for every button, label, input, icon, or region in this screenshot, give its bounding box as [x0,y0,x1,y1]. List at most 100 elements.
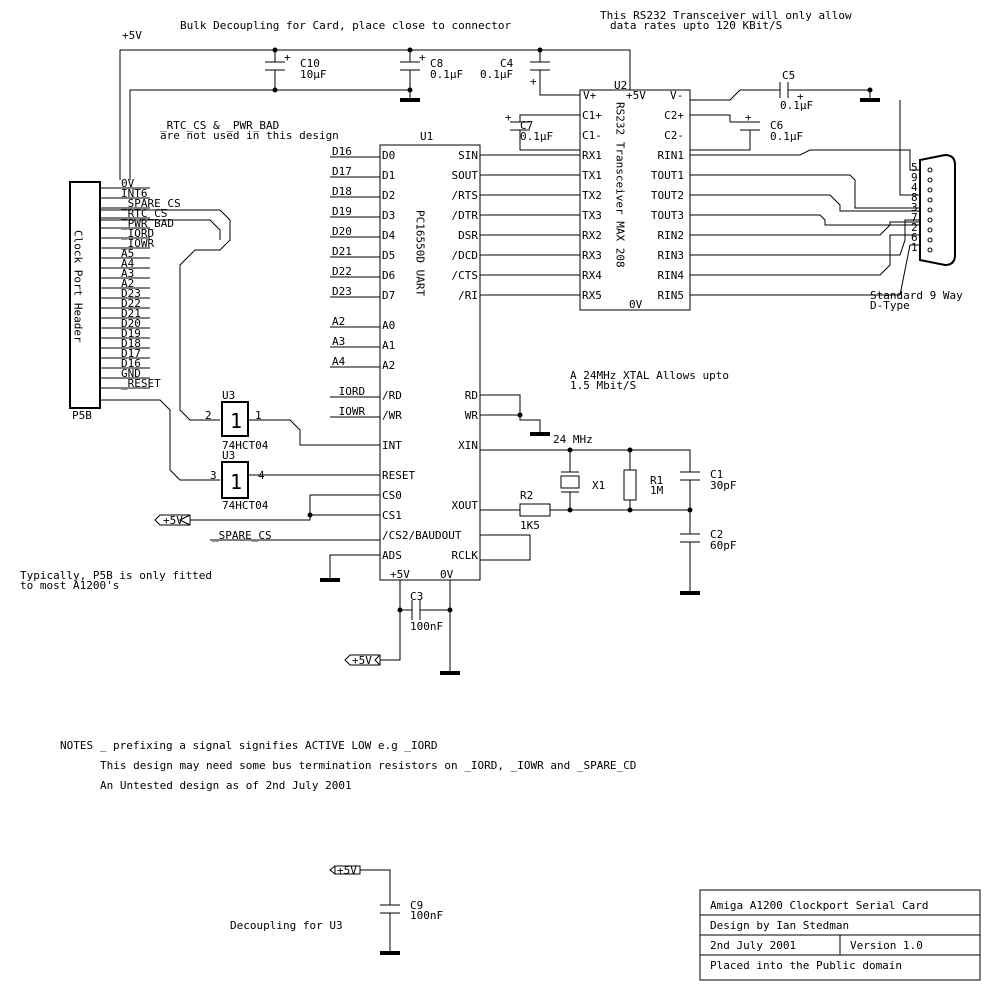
u1-right-pin: /RI [458,289,478,302]
dtype-label-1: Standard 9 Way [870,289,963,302]
svg-text:+: + [745,111,752,124]
header-pin-label: D19 [121,327,141,340]
c9-ref: C9 [410,899,423,912]
dtype-connector [919,153,956,267]
u1-left-pin: A2 [382,359,395,372]
u2-right-pin: TOUT3 [651,209,684,222]
svg-text:+: + [284,51,291,64]
u1-right-pin: DSR [458,229,478,242]
c2-ref: C2 [710,528,723,541]
u2-left-pin: RX1 [582,149,602,162]
header-pin-label: _IOWR [121,237,154,250]
c4-ref: C4 [500,57,514,70]
c7-val: 0.1µF [520,130,553,143]
header-pin-label: _IORD [121,227,154,240]
u2-right-pin: RIN5 [658,289,685,302]
u1-right-pin: XIN [458,439,478,452]
u1-right-pin: /CTS [452,269,479,282]
u1-net-label: D20 [332,225,352,238]
u2-left-pin: RX5 [582,289,602,302]
power-rails: + + + [119,47,631,180]
r1-val: 1M [650,484,664,497]
u2-transceiver [579,89,691,311]
header-pin-label: D18 [121,337,141,350]
c10-val: 10µF [300,68,327,81]
c7-ref: C7 [520,119,533,132]
u1-net-label: _IORD [332,385,365,398]
u1-right-pin: SIN [458,149,478,162]
u1-left-pin: ADS [382,549,402,562]
u2-pins: C1+C1-RX1TX1TX2TX3RX2RX3RX4RX5C2+C2-RIN1… [582,109,684,302]
c1-val: 30pF [710,479,737,492]
gate1-pin-out: 1 [255,409,262,422]
c5-val: 0.1µF [780,99,813,112]
c3-vcc-flag: +5V [352,654,372,667]
version-text: Version 1.0 [850,939,923,952]
u1-left-pin: D6 [382,269,395,282]
u2-ref: U2 [614,79,627,92]
u1-left-pin: D4 [382,229,396,242]
u2-pin-vminus: V- [670,89,683,102]
c4-val: 0.1µF [480,68,513,81]
notes-line-1: NOTES _ prefixing a signal signifies ACT… [60,739,438,752]
header-pin-label: D23 [121,287,141,300]
c2-val: 60pF [710,539,737,552]
dtype-pin-number: 3 [911,201,918,214]
u2-right-pin: RIN3 [658,249,685,262]
u1-left-pin: /RD [382,389,402,402]
u2-right-pin: TOUT1 [651,169,684,182]
header-pin-label: D22 [121,297,141,310]
u1-pin-vcc: +5V [390,568,410,581]
u1-left-pin: D1 [382,169,395,182]
u2-left-pin: RX4 [582,269,602,282]
x1-val: 24 MHz [553,433,593,446]
u1-net-label: D16 [332,145,352,158]
u1-left-pin: D2 [382,189,395,202]
gate2-pin-out: 4 [258,469,265,482]
dtype-label-2: D-Type [870,299,910,312]
u1-right-pin: /DTR [452,209,479,222]
header-ref: P5B [72,409,92,422]
u1-right-pin: WR [465,409,479,422]
cs-vcc-flag: +5V [163,514,183,527]
u2-part: RS232 Transceiver MAX 208 [614,102,627,268]
u1-left-pin: /WR [382,409,402,422]
gate2-ref: U3 [222,449,235,462]
u2-right-pin: RIN2 [658,229,685,242]
header-pin-label: A3 [121,267,134,280]
r2-val: 1K5 [520,519,540,532]
c6-val: 0.1µF [770,130,803,143]
vcc-rail-label: +5V [122,29,142,42]
header-pin-label: D16 [121,357,141,370]
u1-uart [379,144,481,581]
xtal-note-2: 1.5 Mbit/S [570,379,636,392]
u2-dtype-wiring [690,100,920,296]
c8-ref: C8 [430,57,443,70]
u2-left-pin: RX2 [582,229,602,242]
u2-right-pin: C2- [664,129,684,142]
gate2-pin-in: 3 [210,469,217,482]
dtype-pin-number: 6 [911,231,918,244]
u1-net-label: A4 [332,355,346,368]
rtc-note-2: are not used in this design [160,129,339,142]
u3-gates [221,401,380,499]
bulk-decoupling-note: Bulk Decoupling for Card, place close to… [180,19,512,32]
u1-net-label: A3 [332,335,345,348]
header-pin-label: D20 [121,317,141,330]
header-pin-label: INT6 [121,187,148,200]
gate1-pin-in: 2 [205,409,212,422]
notes-line-3: An Untested design as of 2nd July 2001 [100,779,352,792]
u1-net-label: D18 [332,185,352,198]
u1-right-pin: SOUT [452,169,479,182]
u1-right-pin: /RTS [452,189,479,202]
c8-val: 0.1µF [430,68,463,81]
u2-right-pin: TOUT2 [651,189,684,202]
header-wiring [100,209,231,481]
u1-pins: D0D1D2D3D4D5D6D7A0A1A2/RD/WRINTRESETCS0C… [330,145,478,562]
u1-net-label: D17 [332,165,352,178]
rtc-note-1: _RTC_CS & _PWR_BAD [160,119,279,132]
header-title: Clock Port Header [72,230,85,343]
u2-left-pin: C1+ [582,109,602,122]
u2-pump-caps: + + + [505,82,880,151]
